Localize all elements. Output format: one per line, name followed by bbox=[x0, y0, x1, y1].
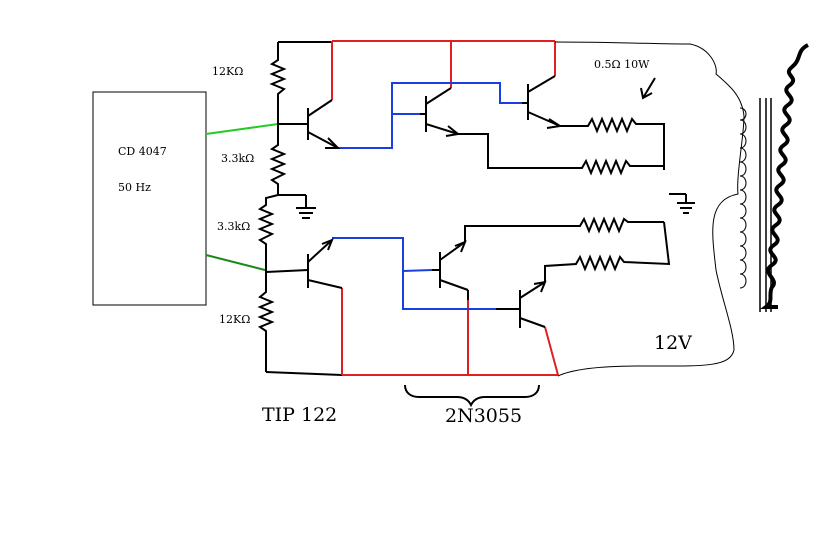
ic-frequency-label: 50 Hz bbox=[118, 181, 151, 194]
lower-darlington-links bbox=[332, 237, 496, 310]
resistor-12k-bottom bbox=[257, 272, 275, 372]
emitter-resistors-upper bbox=[458, 116, 665, 176]
emitter-resistor-label: 0.5Ω 10W bbox=[594, 58, 650, 71]
upper-collector-rail bbox=[331, 40, 556, 100]
driver-transistor-label: TIP 122 bbox=[262, 404, 337, 426]
transformer-core bbox=[759, 98, 772, 312]
center-ground-symbol bbox=[278, 194, 316, 219]
supply-voltage-label: 12V bbox=[654, 332, 692, 354]
resistor-bottom-label: 12KΩ bbox=[219, 313, 250, 326]
upper-drive-wire bbox=[205, 123, 279, 135]
lower-collector-rail bbox=[341, 288, 559, 376]
transformer-primary-coil bbox=[739, 107, 747, 289]
bottom-rail-left bbox=[265, 371, 343, 376]
transistor-tip122-upper bbox=[278, 99, 341, 149]
transformer-secondary-coil bbox=[760, 43, 810, 309]
resistor-mid1-label: 3.3kΩ bbox=[221, 152, 254, 165]
transistor-2n3055-upper-a bbox=[420, 87, 461, 137]
pointer-arrow bbox=[640, 77, 656, 100]
bias-resistor-chain bbox=[257, 42, 287, 372]
output-ground-symbol bbox=[669, 193, 695, 214]
supply-outline bbox=[554, 41, 745, 377]
resistor-3k3-lower bbox=[257, 194, 279, 272]
ic-name-label: CD 4047 bbox=[118, 145, 167, 158]
transistor-tip122-lower bbox=[265, 238, 343, 289]
transistor-2n3055-lower-b bbox=[496, 280, 547, 328]
power-transistor-label: 2N3055 bbox=[445, 405, 522, 427]
cd4047-ic-box bbox=[92, 91, 207, 306]
lower-drive-wire bbox=[205, 254, 266, 271]
transistor-2n3055-lower-a bbox=[432, 240, 469, 300]
resistor-3k3-upper bbox=[269, 124, 287, 195]
upper-darlington-links bbox=[338, 82, 522, 149]
resistor-top-label: 12KΩ bbox=[212, 65, 243, 78]
resistor-12k-top bbox=[269, 42, 287, 124]
power-transistor-brace bbox=[404, 384, 540, 408]
transistor-2n3055-upper-b bbox=[522, 75, 563, 129]
resistor-mid2-label: 3.3kΩ bbox=[217, 220, 250, 233]
emitter-resistors-lower bbox=[464, 216, 671, 282]
